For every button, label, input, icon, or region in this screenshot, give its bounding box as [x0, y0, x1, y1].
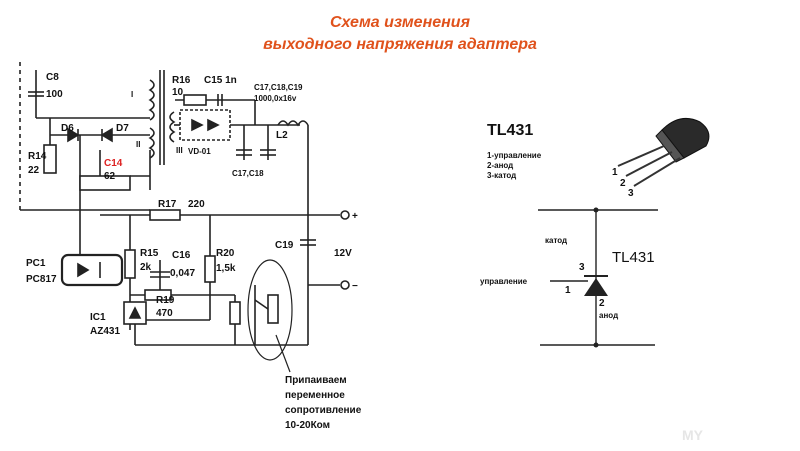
highlight-ellipse: [247, 259, 293, 361]
symbol-cathode-label: катод: [545, 236, 567, 245]
label-r16: R16: [172, 75, 191, 86]
pinout-num-1: 1: [612, 167, 618, 178]
note-pointer: [275, 334, 291, 373]
label-winding-ii: II: [136, 140, 140, 149]
resistor-added: [229, 301, 241, 325]
terminal-plus: [340, 210, 350, 220]
circuit-schematic: [19, 62, 350, 373]
resistor-r16: [183, 94, 207, 106]
label-c14: C14: [104, 158, 123, 169]
inductor-l2: [277, 120, 309, 127]
symbol-num-3: 3: [579, 262, 585, 273]
note-line-4: 10-20Ком: [285, 420, 330, 431]
potentiometer: [267, 294, 279, 324]
tl431-pinout: TL431 1-управление 2-анод 3-катод 1 2 3: [487, 117, 710, 199]
label-az431: AZ431: [90, 326, 120, 337]
label-voltage: 12V: [334, 248, 352, 259]
diode-d7: [100, 127, 113, 143]
pc1-led: [77, 262, 90, 278]
optocoupler-pc1: [60, 253, 124, 287]
label-l2: L2: [276, 130, 288, 141]
label-r19-value: 470: [156, 308, 173, 319]
label-vd01: VD-01: [188, 147, 211, 156]
label-r14: R14: [28, 151, 47, 162]
vd01-diode-a: [191, 118, 204, 132]
symbol-node-bottom: [593, 342, 599, 348]
vd01-box: [179, 109, 231, 141]
terminal-minus: [340, 280, 350, 290]
label-c17-group-value: 1000,0x16v: [254, 94, 297, 103]
resistor-r15: [124, 249, 136, 279]
label-r17-value: 220: [188, 199, 205, 210]
resistor-r20: [204, 255, 216, 283]
pinout-pin-1: 1-управление: [487, 151, 542, 160]
label-r15-value: 2k: [140, 262, 152, 273]
watermark: MY: [682, 427, 704, 443]
symbol-anode-label: анод: [599, 311, 618, 320]
resistor-r17: [149, 209, 181, 221]
symbol-node-top: [593, 207, 599, 213]
to92-package-icon: [617, 117, 710, 187]
pinout-num-2: 2: [620, 178, 626, 189]
label-r15: R15: [140, 248, 159, 259]
label-pc817: PC817: [26, 274, 57, 285]
diagram-title-line-2: выходного напряжения адаптера: [263, 36, 537, 53]
capacitor-c14: [79, 175, 131, 191]
label-c16-value: 0,047: [170, 268, 195, 279]
diode-d6: [67, 127, 80, 143]
schematic-labels: C8 100 R16 10 C15 1n C17,C18,C19 1000,0x…: [26, 72, 362, 431]
transformer-winding-iii: [169, 111, 176, 143]
label-d6: D6: [61, 123, 74, 134]
label-r20: R20: [216, 248, 235, 259]
note-line-2: переменное: [285, 390, 345, 401]
label-pc1: PC1: [26, 258, 46, 269]
label-ic1: IC1: [90, 312, 106, 323]
pinout-pin-3: 3-катод: [487, 171, 516, 180]
resistor-r14: [43, 144, 57, 174]
label-d7: D7: [116, 123, 129, 134]
label-r16-value: 10: [172, 87, 184, 98]
note-line-1: Припаиваем: [285, 375, 347, 386]
transformer-winding-ii: [148, 127, 155, 159]
label-minus: −: [352, 281, 358, 292]
label-c8-value: 100: [46, 89, 63, 100]
symbol-control-label: управление: [480, 277, 528, 286]
diagram-title-line-1: Схема изменения: [329, 14, 470, 31]
symbol-num-2: 2: [599, 298, 605, 309]
label-winding-iii: III: [176, 146, 183, 155]
label-c19: C19: [275, 240, 294, 251]
label-c17-group: C17,C18,C19: [254, 83, 303, 92]
tl431-symbol: катод TL431 3 управление 1 2 анод: [480, 207, 658, 348]
symbol-triangle: [584, 278, 608, 296]
pinout-pin-2: 2-анод: [487, 161, 513, 170]
label-winding-i: I: [131, 90, 133, 99]
label-c15: C15 1n: [204, 75, 237, 86]
label-c14-value: 62: [104, 171, 116, 182]
vd01-diode-b: [207, 118, 220, 132]
label-c16: C16: [172, 250, 191, 261]
label-r17: R17: [158, 199, 177, 210]
pinout-num-3: 3: [628, 188, 634, 199]
resistor-r19: [144, 289, 172, 301]
label-plus: +: [352, 211, 358, 222]
transformer-winding-i: [148, 79, 155, 121]
pinout-title: TL431: [487, 122, 533, 139]
label-c17-c18: C17,C18: [232, 169, 264, 178]
symbol-num-1: 1: [565, 285, 571, 296]
symbol-name: TL431: [612, 249, 655, 266]
label-c8: C8: [46, 72, 59, 83]
label-r19: R19: [156, 295, 175, 306]
potentiometer-wiper: [254, 299, 269, 310]
ic1-symbol: [128, 306, 142, 319]
label-r20-value: 1,5k: [216, 263, 236, 274]
label-r14-value: 22: [28, 165, 40, 176]
note-line-3: сопротивление: [285, 405, 362, 416]
